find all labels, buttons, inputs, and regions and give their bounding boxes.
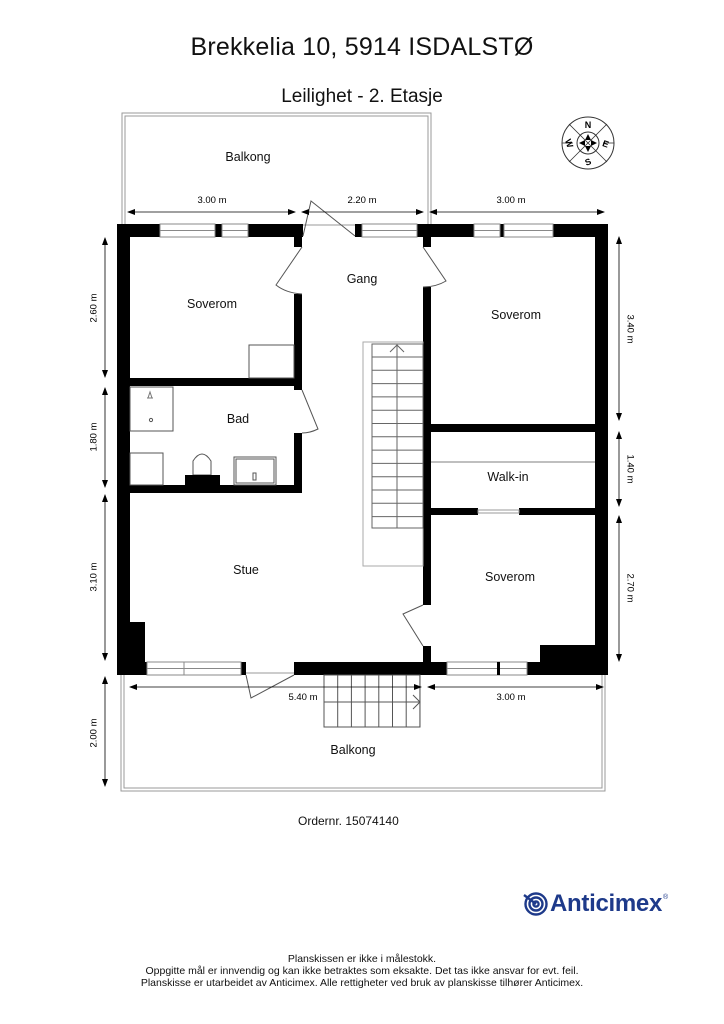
room-label-stue: Stue bbox=[233, 563, 259, 577]
toilet bbox=[192, 453, 212, 476]
dimension-label: 2.20 m bbox=[347, 195, 376, 206]
dimension-label: 2.60 m bbox=[89, 293, 100, 322]
room-label-bad: Bad bbox=[227, 412, 249, 426]
floor-subtitle: Leilighet - 2. Etasje bbox=[281, 86, 443, 107]
svg-text:S: S bbox=[583, 156, 592, 167]
compass-icon: N S E W bbox=[561, 116, 615, 170]
anticimex-logo-icon bbox=[523, 892, 548, 916]
brand-name: Anticimex bbox=[550, 890, 663, 917]
dimension-label: 1.40 m bbox=[624, 454, 635, 483]
dimension-lines: 3.00 m 2.20 m 3.00 m 5.40 m 3.00 m 2.60 m 1.80… bbox=[89, 195, 635, 787]
balcony-bottom bbox=[120, 672, 606, 792]
room-label-soverom-nw: Soverom bbox=[187, 297, 237, 311]
window-mullion bbox=[497, 662, 500, 675]
sink bbox=[233, 456, 277, 486]
dimension-label: 3.40 m bbox=[624, 314, 635, 343]
svg-text:N: N bbox=[585, 120, 592, 130]
dimension-label: 3.00 m bbox=[197, 195, 226, 206]
dimension-label: 3.00 m bbox=[496, 195, 525, 206]
fixtures bbox=[129, 344, 295, 486]
page-title: Brekkelia 10, 5914 ISDALSTØ bbox=[190, 33, 534, 61]
dimension-label: 3.00 m bbox=[496, 692, 525, 703]
anticimex-logo: Anticimex ® bbox=[522, 890, 668, 918]
dimension-label: 3.10 m bbox=[89, 562, 100, 591]
balcony-top bbox=[121, 112, 432, 226]
exterior-stair-steps bbox=[337, 675, 421, 727]
wardrobe bbox=[248, 344, 295, 379]
room-label-balkong-bottom: Balkong bbox=[330, 743, 375, 757]
svg-text:E: E bbox=[601, 138, 610, 149]
disclaimer-line: Oppgitte mål er innvendig og kan ikke be… bbox=[145, 965, 579, 977]
windows bbox=[146, 223, 554, 676]
dimension-label: 5.40 m bbox=[288, 692, 317, 703]
svg-text:W: W bbox=[563, 138, 575, 150]
disclaimer-line: Planskissen er ikke i målestokk. bbox=[287, 953, 437, 965]
room-label-balkong-top: Balkong bbox=[225, 150, 270, 164]
dimension-label: 2.70 m bbox=[624, 573, 635, 602]
cabinet bbox=[129, 452, 164, 486]
disclaimer-line: Planskisse er utarbeidet av Anticimex. A… bbox=[140, 977, 584, 989]
stair-steps bbox=[372, 356, 423, 518]
walls bbox=[117, 224, 608, 675]
room-label-walk-in: Walk-in bbox=[487, 470, 528, 484]
doors bbox=[245, 200, 520, 699]
shower bbox=[129, 386, 174, 432]
order-number: Ordernr. 15074140 bbox=[298, 814, 399, 828]
disclaimer: Planskissen er ikke i målestokk. Oppgitt… bbox=[0, 953, 724, 989]
room-label-gang: Gang bbox=[347, 272, 378, 286]
registered-mark: ® bbox=[663, 894, 669, 901]
room-label-soverom-ne: Soverom bbox=[491, 308, 541, 322]
stairs-interior bbox=[362, 341, 424, 567]
dimension-label: 2.00 m bbox=[89, 718, 100, 747]
dimension-label: 1.80 m bbox=[89, 422, 100, 451]
stairs-exterior bbox=[323, 674, 421, 728]
room-label-soverom-se: Soverom bbox=[485, 570, 535, 584]
